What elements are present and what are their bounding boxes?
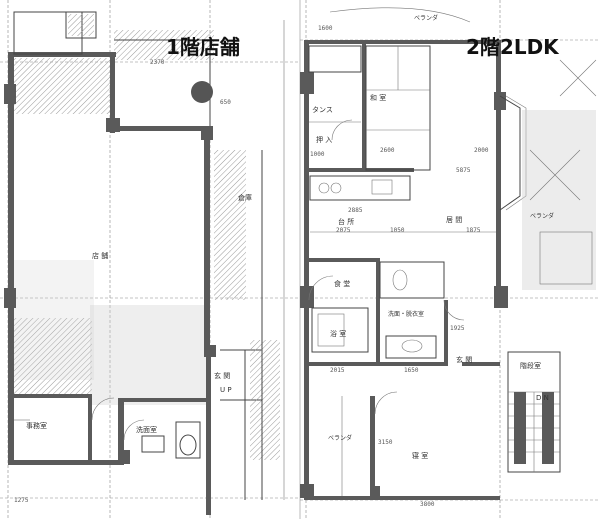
dim-d5: 1875 bbox=[466, 227, 481, 234]
balcony-right-label: ベランダ bbox=[530, 212, 554, 220]
dim-d11: 2000 bbox=[474, 147, 489, 154]
dim-top: 2370 bbox=[150, 59, 165, 66]
tansu-label: タンス bbox=[312, 105, 333, 114]
washroom2-label: 洗面・脱衣室 bbox=[388, 310, 424, 318]
washitsu-label: 和 室 bbox=[370, 93, 386, 102]
genkan-label: 玄 関 bbox=[456, 355, 472, 364]
kitchen-label: 台 所 bbox=[338, 217, 354, 226]
washroom-label: 洗面室 bbox=[136, 425, 157, 434]
dim-d3: 2075 bbox=[336, 227, 351, 234]
balcony-top-label: ベランダ bbox=[414, 14, 438, 22]
dim-d1: 2600 bbox=[380, 147, 395, 154]
dim-d6: 3150 bbox=[378, 439, 393, 446]
dim-d13: 1600 bbox=[318, 25, 333, 32]
dim-d7: 3800 bbox=[420, 501, 435, 508]
stairs-label: 階段室 bbox=[520, 361, 541, 370]
column-dot-icon bbox=[191, 81, 213, 103]
dim-d8: 2015 bbox=[330, 367, 345, 374]
dn-mark: D N bbox=[536, 394, 549, 402]
dim-d2: 2885 bbox=[348, 207, 363, 214]
floor1-title: 1階店舗 bbox=[166, 35, 240, 59]
dim-d10: 5875 bbox=[456, 167, 471, 174]
dining-label: 食 堂 bbox=[334, 279, 350, 288]
dim-bottom-left: 1275 bbox=[14, 497, 29, 504]
floor2-title: 2階2LDK bbox=[466, 35, 560, 59]
entrance-label: 玄 関 bbox=[214, 371, 230, 380]
bedroom-label: 寝 室 bbox=[412, 451, 428, 460]
office-label: 事務室 bbox=[26, 421, 47, 430]
floor2-plan: 2600 2885 2075 1050 1875 3150 3800 2015 … bbox=[300, 0, 600, 519]
oshiire-label: 押 入 bbox=[316, 135, 332, 144]
dim-d4: 1050 bbox=[390, 227, 405, 234]
dim-d12: 1000 bbox=[310, 151, 325, 158]
living-label: 居 間 bbox=[446, 216, 462, 224]
balcony-left-label: ベランダ bbox=[328, 434, 352, 442]
bathroom-label: 浴 室 bbox=[330, 329, 346, 338]
floor1-plan: 2370 650 1275 店 舗 事務室 洗面室 玄 関 U P 倉庫 1階店… bbox=[0, 0, 300, 519]
dim-d14: 1925 bbox=[450, 325, 465, 332]
dim-right-small: 650 bbox=[220, 99, 231, 106]
storage-label: 倉庫 bbox=[238, 193, 252, 202]
dim-d9: 1650 bbox=[404, 367, 419, 374]
up-mark: U P bbox=[220, 386, 232, 394]
shop-label: 店 舗 bbox=[92, 251, 108, 260]
